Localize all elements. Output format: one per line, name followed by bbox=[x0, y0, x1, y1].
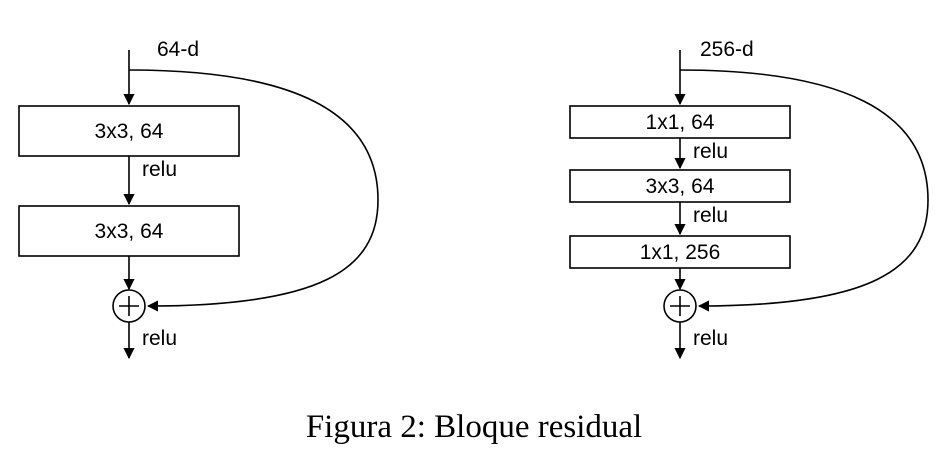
bottleneck-layer-2-label: 3x3, 64 bbox=[646, 175, 715, 198]
basic-skip-connection bbox=[128, 69, 379, 312]
basic-layer-2-box bbox=[18, 205, 240, 257]
basic-layer-1-label: 3x3, 64 bbox=[95, 120, 164, 143]
bottleneck-layer-3-box bbox=[569, 235, 791, 269]
basic-input-label: 64-d bbox=[157, 38, 199, 61]
bottleneck-skip-connection bbox=[679, 69, 929, 312]
bottleneck-block: 256-d 1x1, 64 relu 3x3, 64 relu 1x1, 256 bbox=[569, 38, 929, 360]
basic-layer-1-box bbox=[18, 105, 240, 157]
basic-output-relu: relu bbox=[142, 327, 177, 350]
bottleneck-add-node-icon bbox=[663, 289, 697, 323]
bottleneck-input-label: 256-d bbox=[700, 38, 754, 61]
basic-block: 64-d 3x3, 64 relu 3x3, 64 relu bbox=[18, 38, 379, 360]
basic-relu-1: relu bbox=[142, 158, 177, 181]
figure-caption: Figura 2: Bloque residual bbox=[306, 409, 642, 445]
bottleneck-relu-2: relu bbox=[693, 204, 728, 227]
basic-layer-2-label: 3x3, 64 bbox=[95, 220, 164, 243]
bottleneck-relu-1: relu bbox=[693, 140, 728, 163]
bottleneck-layer-1-label: 1x1, 64 bbox=[646, 111, 715, 134]
bottleneck-layer-3-label: 1x1, 256 bbox=[640, 241, 721, 264]
bottleneck-output-relu: relu bbox=[693, 327, 728, 350]
basic-add-node-icon bbox=[112, 289, 146, 323]
